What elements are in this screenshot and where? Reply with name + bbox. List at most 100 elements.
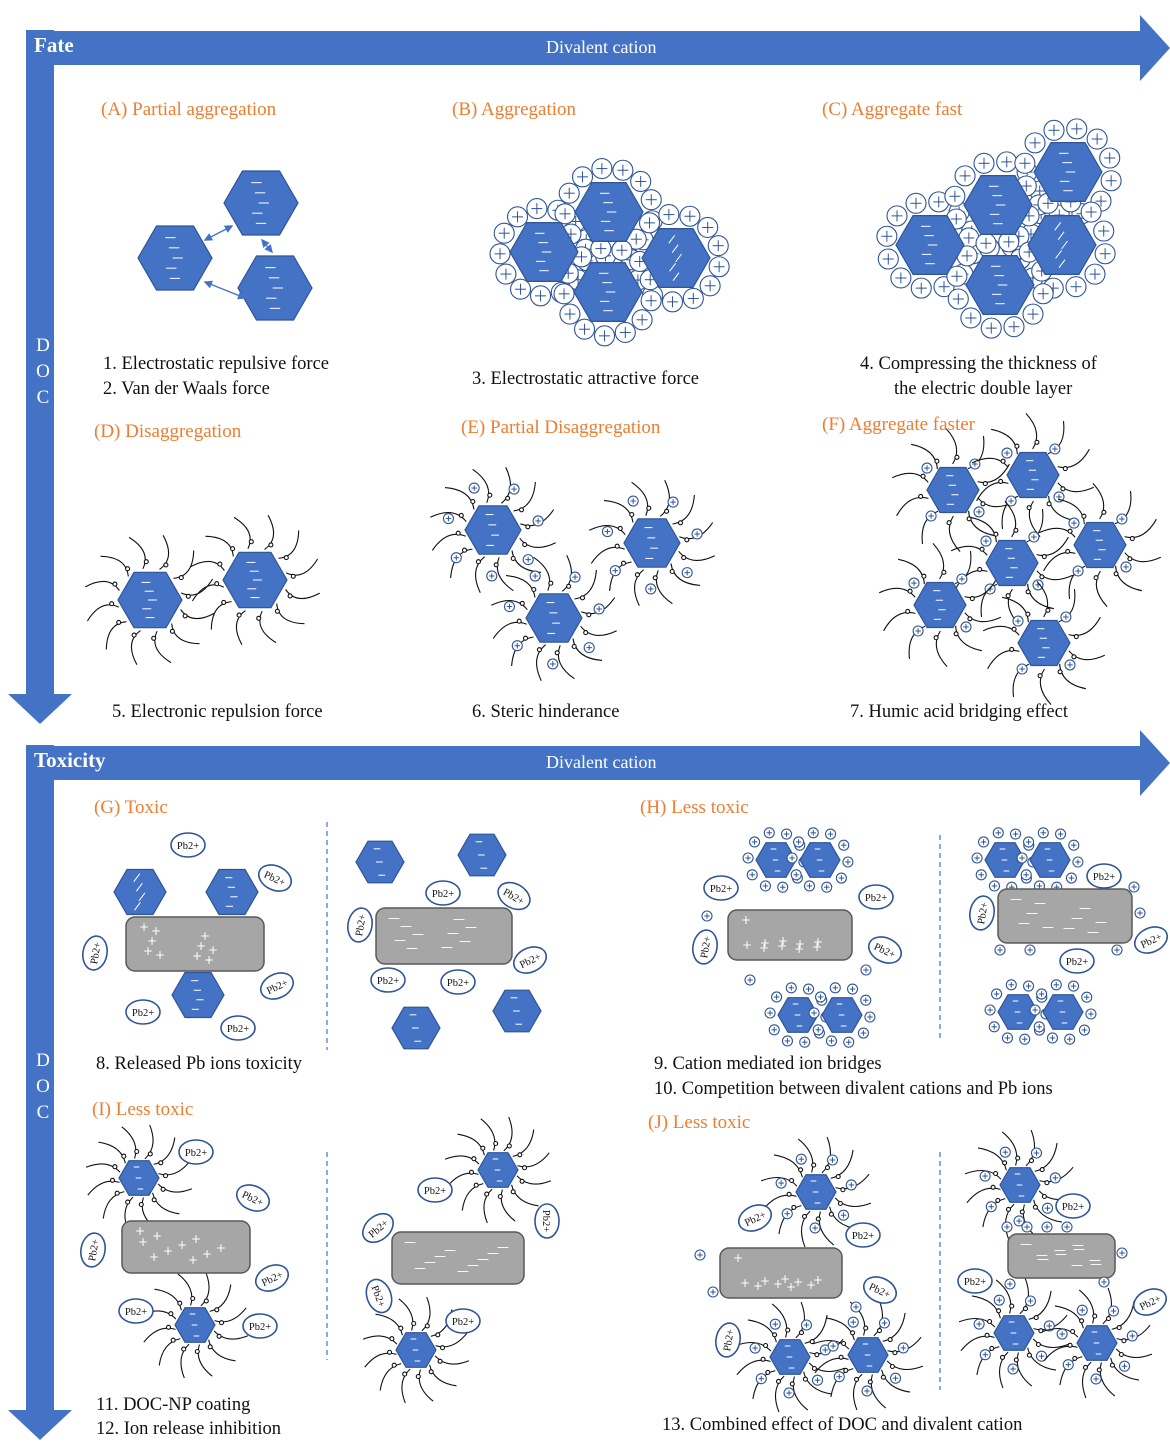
positive-ion [1001,1032,1014,1044]
hexagon-nanoparticle [525,593,583,643]
positive-ion [573,318,596,340]
svg-text:Pb2+: Pb2+ [865,893,887,904]
caption-10: 10. Competition between divalent cations… [654,1079,1053,1099]
svg-text:—: — [441,940,453,954]
positive-ion [691,528,703,540]
positive-ion [1012,615,1024,627]
positive-ion [1098,1276,1110,1288]
hexagon-nanoparticle [509,222,579,282]
hexagon-nanoparticle [457,833,507,877]
hexagon-nanoparticle [395,1332,437,1368]
positive-ion [1046,1032,1059,1044]
positive-ion [529,570,541,582]
svg-text:Pb2+: Pb2+ [89,941,104,965]
positive-ion [800,1319,813,1331]
force-arrow-icon [261,238,273,254]
svg-text:+: + [204,953,214,967]
positive-ion [658,204,680,226]
caption-9: 9. Cation mediated ion bridges [654,1054,882,1074]
positive-ion [1067,980,1080,992]
panel-i-title: (I) Less toxic [92,1099,194,1120]
svg-text:—: — [467,1258,479,1272]
positive-ion [1043,119,1065,141]
positive-ion [864,1011,876,1023]
svg-text:Pb2+: Pb2+ [540,1210,551,1232]
positive-ion [554,203,576,225]
svg-text:Pb2+: Pb2+ [87,1238,102,1262]
svg-text:+: + [208,943,218,957]
svg-text:Pb2+: Pb2+ [177,841,199,852]
caption-7: 7. Humic acid bridging effect [850,702,1068,722]
pb-ion: Pb2+ [118,1298,154,1324]
positive-ion [1022,303,1044,325]
positive-ion [973,1318,985,1330]
svg-text:—: — [453,912,465,926]
svg-text:—: — [1010,892,1022,906]
panel-d-title: (D) Disaggregation [94,421,242,442]
svg-text:+: + [760,1274,770,1288]
hexagon-nanoparticle [985,539,1039,587]
positive-ion [1081,991,1093,1003]
svg-text:+: + [138,1235,148,1249]
hexagon-nanoparticle [965,255,1035,315]
positive-ion [998,231,1020,253]
svg-text:Pb2+: Pb2+ [185,1148,207,1159]
positive-ion [781,1208,793,1220]
positive-ion [1066,118,1088,140]
svg-text:+: + [806,1278,816,1292]
doc-chain [190,515,320,645]
positive-ion [785,982,797,994]
positive-ion [609,565,621,577]
positive-ion [1024,944,1036,956]
positive-ion [1080,201,1102,223]
positive-ion [795,1153,807,1165]
positive-ion [1086,128,1108,150]
positive-ion [978,836,990,848]
positive-ion [946,265,968,287]
svg-text:—: — [1037,1252,1049,1266]
svg-text:+: + [741,913,751,927]
svg-text:+: + [780,1272,790,1286]
positive-ion [503,601,515,613]
svg-text:—: — [1089,1253,1101,1267]
pb-ion: Pb2+ [1059,948,1095,974]
positive-ion [1065,872,1077,884]
positive-ion [850,1301,862,1313]
positive-ion [1060,611,1072,623]
svg-text:—: — [1079,901,1091,915]
svg-text:—: — [1055,1247,1067,1261]
svg-text:—: — [1054,1243,1066,1257]
positive-ion [1107,1305,1120,1317]
positive-ion [847,1316,859,1328]
hexagon-nanoparticle [391,1006,441,1050]
rod-nanoparticle: —————————— [375,907,513,965]
positive-ion [973,152,995,174]
positive-ion [1050,979,1062,991]
positive-ion [1014,152,1036,174]
pb-ion: Pb2+ [259,972,295,1000]
caption-11: 11. DOC-NP coating [96,1395,251,1415]
svg-text:Pb2+: Pb2+ [964,1277,986,1288]
hexagon-nanoparticle [913,581,967,629]
svg-text:—: — [1034,896,1046,910]
doc-chain [362,1296,470,1404]
caption-8: 8. Released Pb ions toxicity [96,1054,303,1074]
pb-ion: Pb2+ [220,1015,256,1041]
positive-ion [838,839,850,851]
positive-ion [1064,1033,1076,1045]
positive-ion [1030,1147,1043,1159]
pb-ion: Pb2+ [957,1268,993,1294]
svg-text:—: — [1036,1248,1048,1262]
svg-text:Pb2+: Pb2+ [227,1024,249,1035]
positive-ion [746,869,758,881]
positive-ion [876,225,898,247]
toxicity-header: Toxicity [34,748,106,772]
positive-ion [532,515,544,527]
positive-ion [601,526,613,538]
svg-text:Pb2+: Pb2+ [1062,1202,1084,1213]
positive-ion [681,567,693,579]
